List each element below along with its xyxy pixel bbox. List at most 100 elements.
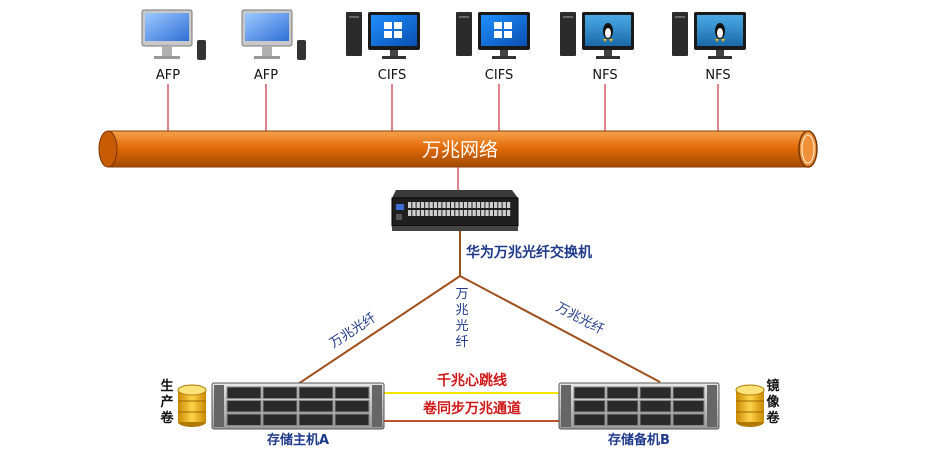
network-label: 万兆网络 [422,139,498,161]
switch-port [506,202,511,208]
vertical-char: 产 [160,394,173,410]
mac-computer-icon [141,9,206,60]
switch-port [446,210,450,216]
storage-host-a-label: 存储主机A [267,432,329,448]
drive-bay [606,413,639,426]
vertical-char: 万 [455,287,468,302]
client-protocol-label: NFS [592,68,617,83]
drive-bay [606,386,639,399]
vertical-char: 生 [160,378,173,394]
storage-host-a-icon [211,382,385,430]
switch-port [446,202,450,208]
drive-bay [226,386,262,399]
mac-computer-icon [241,9,306,60]
switch-port [489,210,493,216]
drive-bay [298,386,334,399]
switch-port [489,202,493,208]
drive-bay [262,386,298,399]
vertical-char: 镜 [766,378,779,394]
network-pipe [98,130,818,168]
vertical-char: 像 [766,394,780,410]
switch-port [420,210,425,216]
switch-port [438,202,442,208]
switch-port [476,202,481,208]
switch-port [425,202,429,208]
switch-port [442,202,446,208]
fiber-link-right [459,275,661,383]
drive-bay [298,413,334,426]
switch-port [468,210,472,216]
vertical-char: 纤 [455,335,468,350]
switch-port [455,202,459,208]
switch-port [408,202,412,208]
switch-port [506,210,511,216]
drive-bay [639,386,672,399]
fiber-links [297,275,661,385]
volume-disk-stack-icon [735,384,765,427]
windows-computer-icon [456,12,530,59]
switch-port [481,210,485,216]
fiber-link-left [297,275,461,385]
fiber-left-label: 万兆光纤 [327,311,379,352]
drive-bay [298,400,334,413]
drive-bay [334,400,370,413]
switch-port [451,202,455,208]
drive-bay [639,400,672,413]
drive-bay [226,400,262,413]
switch-port [429,202,433,208]
storage-host-b-label: 存储备机B [608,432,670,448]
switch-port [412,210,416,216]
switch-port [494,202,498,208]
switch-port [433,210,438,216]
fiber-switch-icon [391,190,519,231]
switch-port [420,202,425,208]
switch-port [468,202,472,208]
drive-bay [606,400,639,413]
switch-port [463,202,468,208]
switch-port [433,202,438,208]
drive-bay [639,413,672,426]
client-drop-lines [167,84,719,132]
drive-bay [334,386,370,399]
client-protocol-label: CIFS [378,68,406,83]
heartbeat-label: 千兆心跳线 [437,372,507,389]
switch-port [408,210,412,216]
switch-port [455,210,459,216]
switch-port [481,202,485,208]
drive-bay [672,413,705,426]
switch-port [416,202,420,208]
windows-computer-icon [346,12,420,59]
volume-disk-stack-icon [177,384,207,427]
drive-bay [226,413,262,426]
drive-bay [672,386,705,399]
switch-port [451,210,455,216]
switch-port [459,210,463,216]
sync-channel-label: 卷同步万兆通道 [422,400,521,417]
drive-bay [672,400,705,413]
switch-port [472,210,476,216]
switch-label: 华为万兆光纤交换机 [466,244,592,261]
switch-port [498,202,502,208]
switch-port [412,202,416,208]
drive-bay [573,386,606,399]
linux-computer-icon [560,12,634,59]
drive-bay [262,400,298,413]
drive-bay [573,413,606,426]
switch-port [425,210,429,216]
switch-port [485,210,489,216]
switch-port [438,210,442,216]
vertical-char: 卷 [160,410,174,426]
client-protocol-label: AFP [254,68,278,83]
vertical-char: 卷 [766,410,780,426]
vertical-char: 光 [455,319,468,334]
switch-port [459,202,463,208]
client-protocol-label: CIFS [485,68,513,83]
fiber-right-label: 万兆光纤 [553,300,606,338]
switch-port [429,210,433,216]
switch-port [485,202,489,208]
drive-bay [573,400,606,413]
switch-port [472,202,476,208]
storage-host-b-icon [558,382,720,430]
mirror-volume-label: 镜像卷 [766,378,780,426]
fiber-center-label: 万兆光纤 [455,287,468,350]
